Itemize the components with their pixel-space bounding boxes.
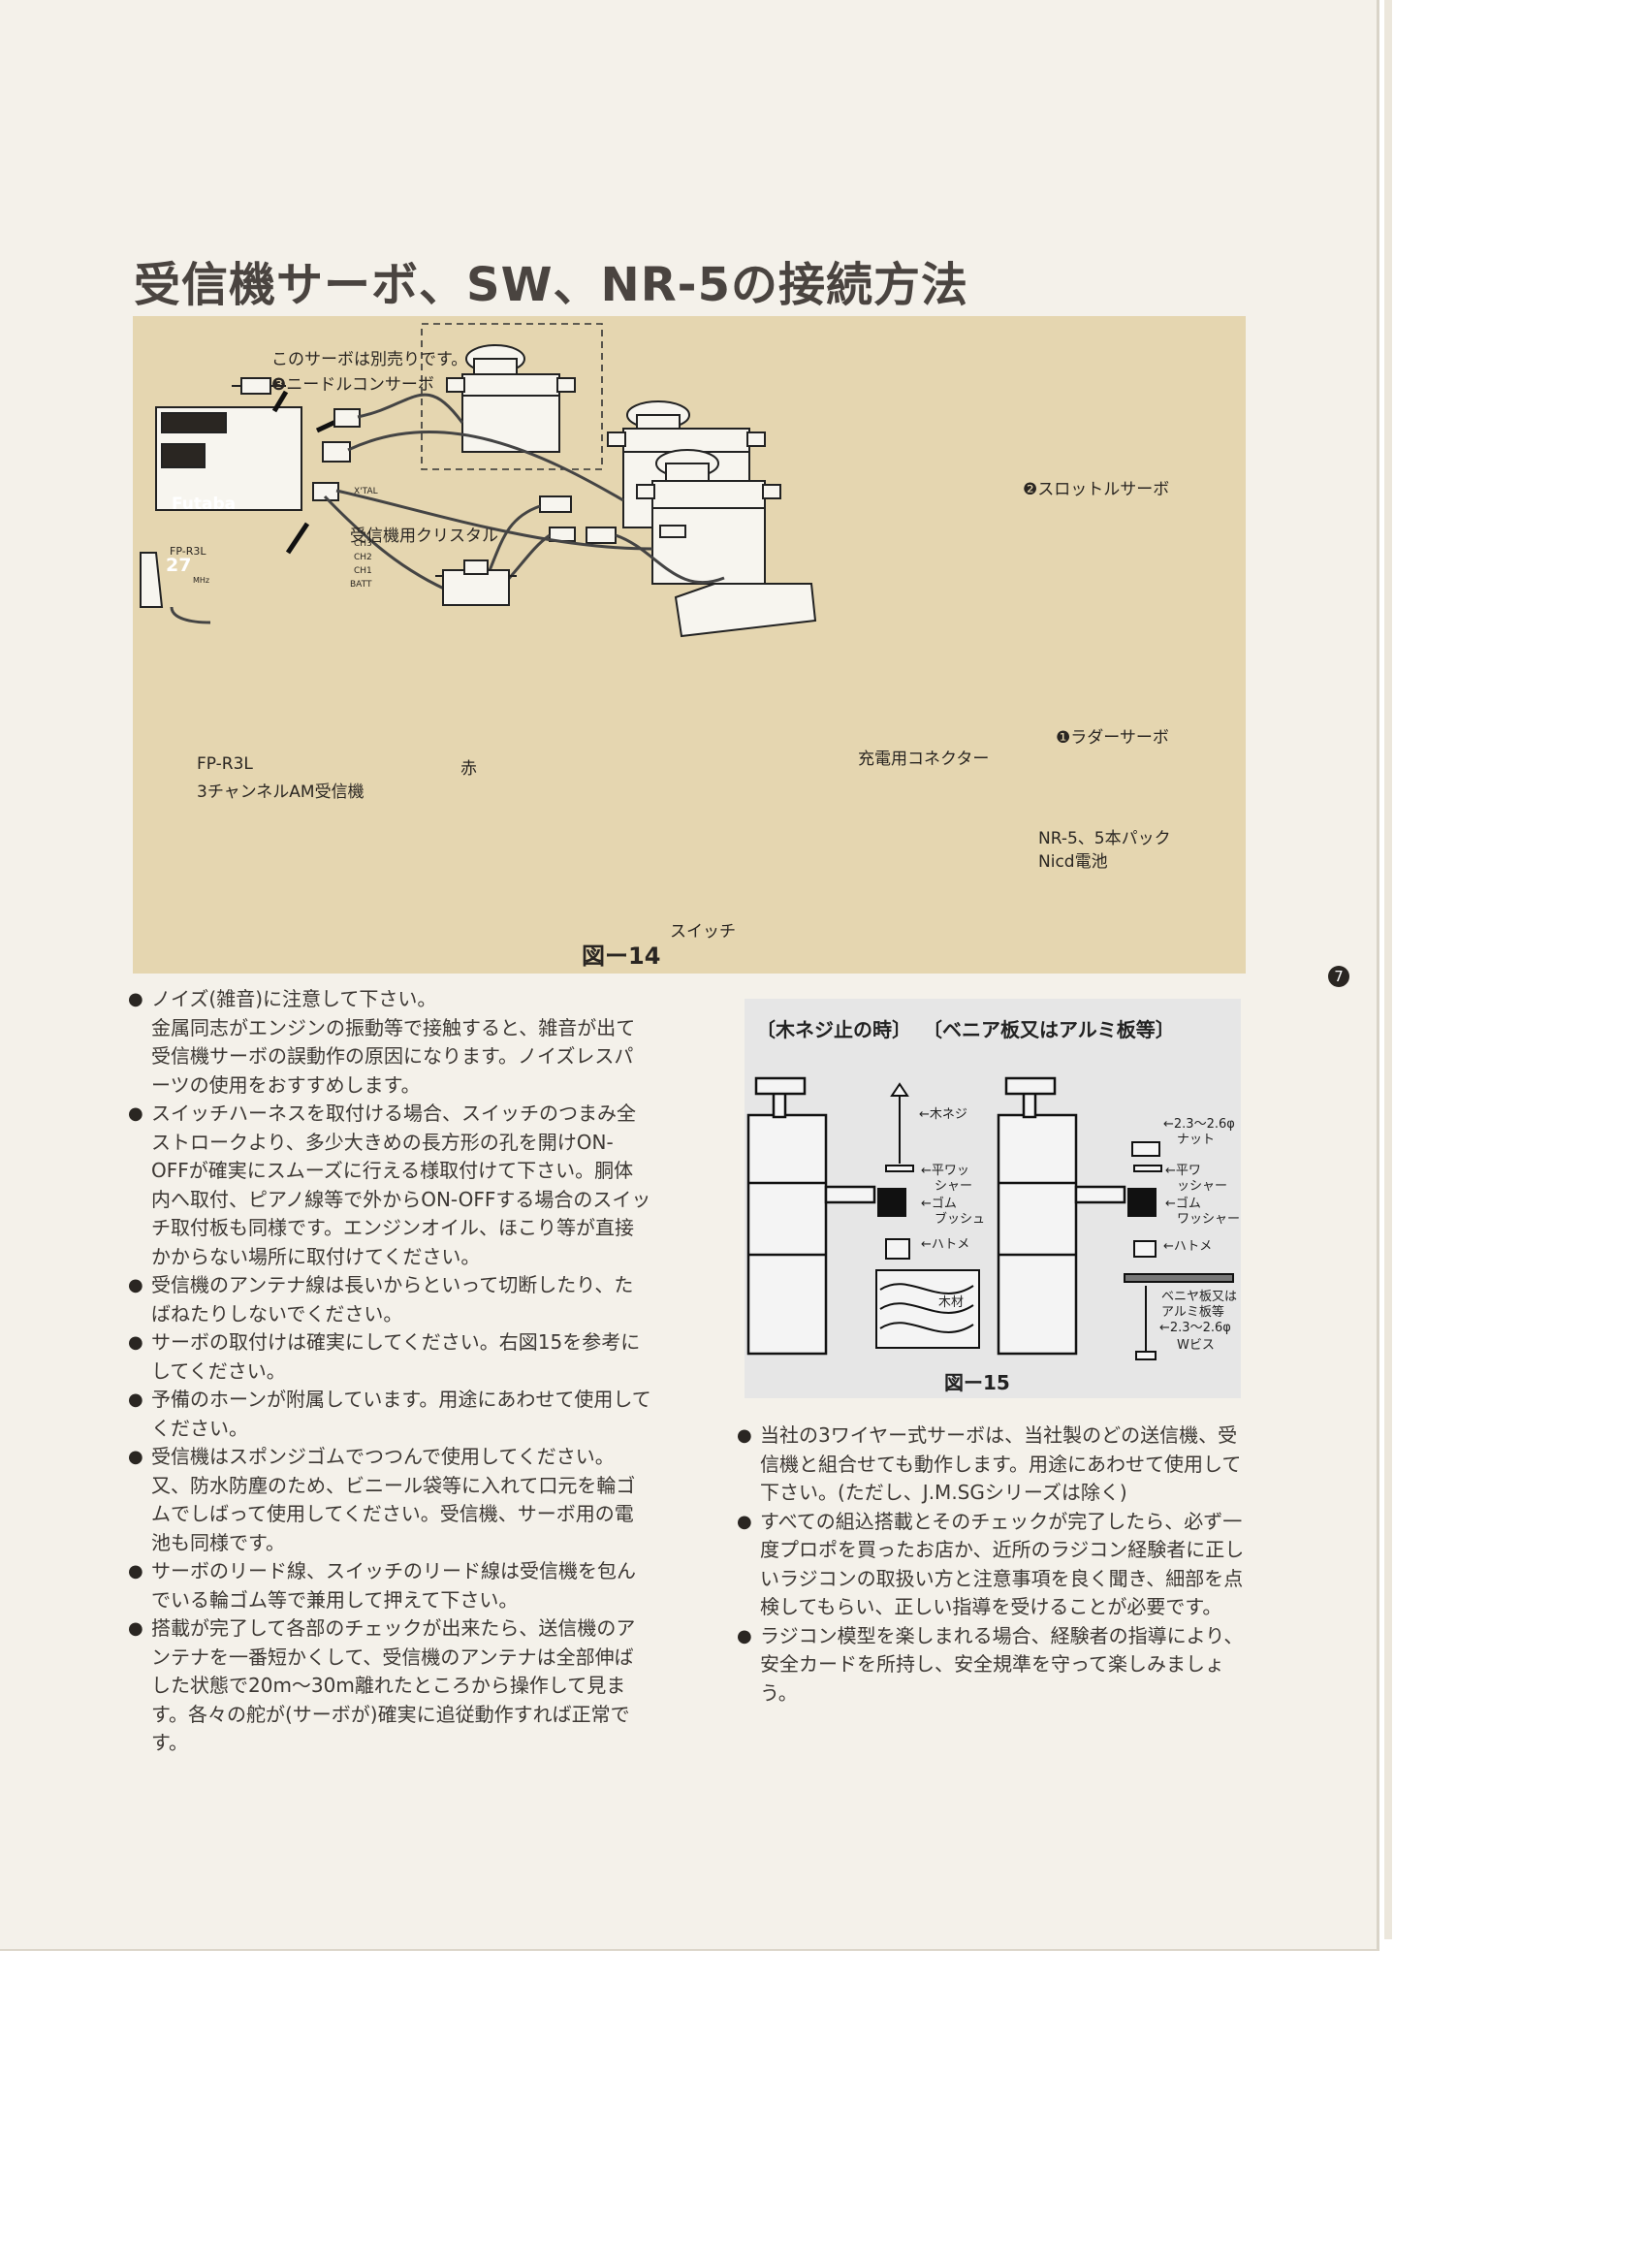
label-eyelet: ←ハトメ [921,1237,970,1252]
label-w-screw: Wビス [1177,1338,1215,1353]
figure-15-caption: 図ー15 [944,1371,1010,1394]
label-flat-washer-r1: ←平ワ [1165,1164,1201,1178]
note-text: サーボのリード線、スイッチのリード線は受信機を包んでいる輪ゴム等で兼用して押えて… [151,1559,636,1612]
servo-1-label: ❶ラダーサーボ [1056,728,1169,748]
label-screw-size: ←2.3〜2.6φ [1159,1321,1231,1335]
label-flat-washer-2: シャー [935,1179,973,1194]
note-text: サーボの取付けは確実にしてください。右図15を参考にしてください。 [151,1330,641,1383]
page-number: 7 [1328,966,1349,987]
figure-15-servo-mounting: 〔木ネジ止の時〕 〔ベニア板又はアルミ板等〕 ←木ネジ ←平ワッ シャー ←ゴム… [745,999,1241,1398]
note-text: ノイズ(雑音)に注意して下さい。 金属同志がエンジンの振動等で接触すると、雑音が… [151,987,636,1097]
label-wood-screw: ←木ネジ [919,1107,967,1122]
label-plywood-1: ベニヤ板又は [1161,1290,1238,1304]
brand-logo: Futaba [172,495,237,514]
label-rubber-washer: ワッシャー [1177,1212,1241,1227]
page-edge [1384,0,1392,1939]
battery-label-2: Nicd電池 [1038,852,1108,872]
note-spare-horn: 予備のホーンが附属しています。用途にあわせて使用してください。 [128,1386,651,1443]
port-batt: BATT [350,580,372,590]
separate-sale-note: このサーボは別売りです。 [271,350,468,369]
note-dealer-check: すべての組込搭載とそのチェックが完了したら、必ず一度プロポを買ったお店か、近所の… [737,1508,1246,1622]
needle-servo [446,344,576,453]
note-three-wire-servo: 当社の3ワイヤー式サーボは、当社製のどの送信機、受信機と組合せても動作します。用… [737,1421,1246,1508]
receiver-unit [140,406,302,608]
note-text: すべての組込搭載とそのチェックが完了したら、必ず一度プロポを買ったお店か、近所の… [760,1509,1245,1619]
note-noise: ノイズ(雑音)に注意して下さい。 金属同志がエンジンの振動等で接触すると、雑音が… [128,985,651,1100]
note-range-check: 搭載が完了して各部のチェックが出来たら、送信機のアンテナを一番短かくして、受信機… [128,1614,651,1758]
figure-14-wiring-diagram: このサーボは別売りです。 ❸ニードルコンサーボ ❷スロットルサーボ ❶ラダーサー… [133,316,1246,974]
battery-label-1: NR-5、5本パック [1038,829,1171,848]
label-rubber-1: ←ゴム [921,1197,957,1211]
label-nut-size: ←2.3〜2.6φ [1163,1117,1235,1132]
note-text: ラジコン模型を楽しまれる場合、経験者の指導により、安全カードを所持し、安全規準を… [760,1623,1244,1705]
note-servo-mounting: サーボの取付けは確実にしてください。右図15を参考にしてください。 [128,1328,651,1386]
receiver-plate: FP-R3L [170,545,206,558]
receiver-desc-label: 3チャンネルAM受信機 [197,783,364,802]
note-lead-wires: サーボのリード線、スイッチのリード線は受信機を包んでいる輪ゴム等で兼用して押えて… [128,1557,651,1614]
label-flat-washer-1: ←平ワッ [921,1164,969,1178]
port-xtal: X'TAL [354,487,378,496]
fig15-head-left: 〔木ネジ止の時〕 [756,1018,911,1041]
band-number: 27 [166,555,192,576]
servo-3-label: ❸ニードルコンサーボ [271,375,434,395]
receiver-model-label: FP-R3L [197,754,253,774]
figure-14-caption: 図ー14 [582,942,661,970]
band-unit: MHz [193,576,210,585]
note-switch-harness: スイッチハーネスを取付ける場合、スイッチのつまみ全ストロークより、多少大きめの長… [128,1100,651,1271]
port-ch3: CH3 [354,539,372,549]
note-text: 搭載が完了して各部のチェックが出来たら、送信機のアンテナを一番短かくして、受信機… [151,1616,636,1754]
notes-left-column: ノイズ(雑音)に注意して下さい。 金属同志がエンジンの振動等で接触すると、雑音が… [128,985,651,1758]
mounting-illustration [746,1076,1234,1360]
servo-2-label: ❷スロットルサーボ [1023,480,1170,499]
fig15-head-right: 〔ベニア板又はアルミ板等〕 [923,1018,1175,1041]
switch-label: スイッチ [670,922,736,942]
switch-unit [435,559,517,606]
label-eyelet-r: ←ハトメ [1163,1239,1213,1254]
label-wood: 木材 [938,1295,965,1310]
port-ch2: CH2 [354,553,372,562]
red-wire-label: 赤 [460,759,477,779]
note-text: 受信機のアンテナ線は長いからといって切断したり、たばねたりしないでください。 [151,1273,634,1326]
label-plywood-2: アルミ板等 [1161,1305,1224,1320]
crystal-label: 受信機用クリスタル [350,527,498,546]
wiring-illustration [140,323,817,638]
note-text: スイッチハーネスを取付ける場合、スイッチのつまみ全ストロークより、多少大きめの長… [151,1102,651,1268]
label-nut: ナット [1177,1133,1216,1147]
note-antenna: 受信機のアンテナ線は長いからといって切断したり、たばねたりしないでください。 [128,1271,651,1328]
note-safety-card: ラジコン模型を楽しまれる場合、経験者の指導により、安全カードを所持し、安全規準を… [737,1622,1246,1709]
label-flat-washer-r2: ッシャー [1177,1179,1228,1194]
label-rubber-r1: ←ゴム [1165,1197,1201,1211]
page-title: 受信機サーボ、SW、NR-5の接続方法 [134,258,968,312]
note-sponge-rubber: 受信機はスポンジゴムでつつんで使用してください。又、防水防塵のため、ビニール袋等… [128,1443,651,1557]
charge-connector-label: 充電用コネクター [858,750,990,769]
notes-right-column: 当社の3ワイヤー式サーボは、当社製のどの送信機、受信機と組合せても動作します。用… [737,1421,1246,1708]
battery-pack [674,583,817,638]
note-text: 当社の3ワイヤー式サーボは、当社製のどの送信機、受信機と組合せても動作します。用… [760,1423,1242,1504]
note-text: 予備のホーンが附属しています。用途にあわせて使用してください。 [151,1388,651,1440]
label-rubber-bush: ブッシュ [935,1212,986,1227]
note-text: 受信機はスポンジゴムでつつんで使用してください。又、防水防塵のため、ビニール袋等… [151,1445,636,1554]
port-ch1: CH1 [354,566,372,576]
